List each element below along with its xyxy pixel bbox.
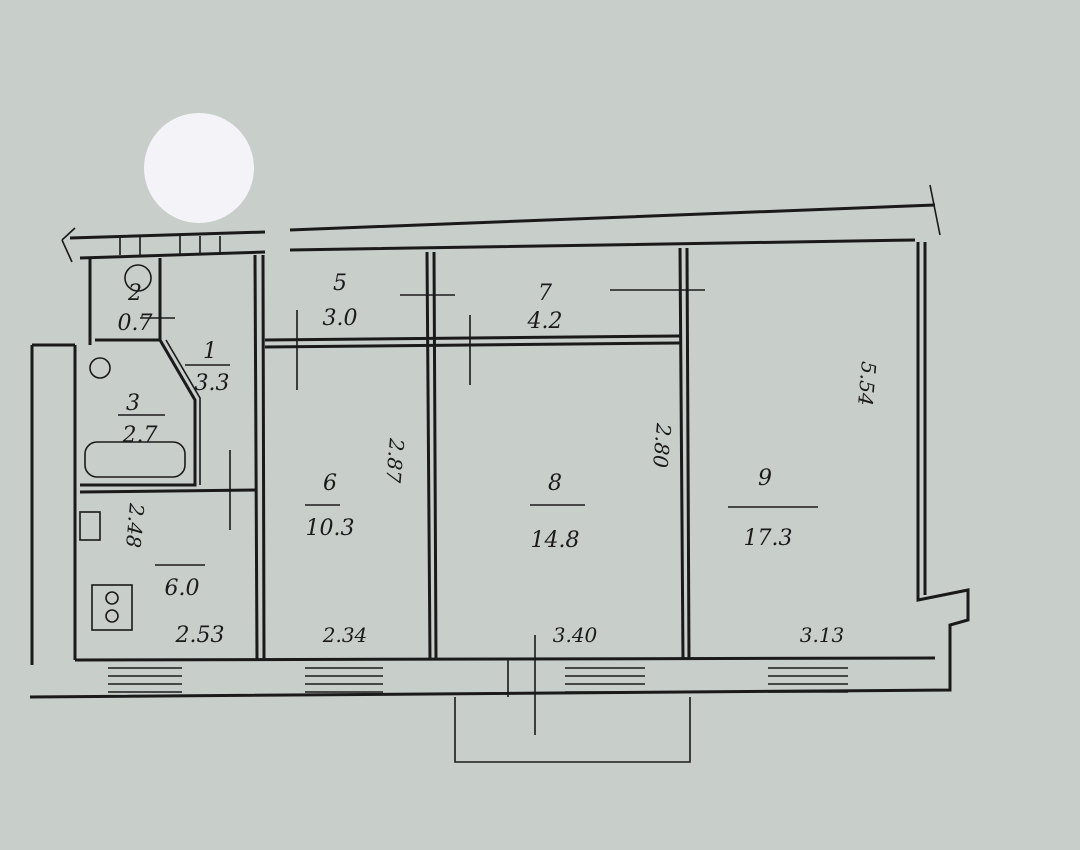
sink-icon [89, 357, 111, 379]
room-8-area: 14.8 [531, 528, 580, 553]
room6-height-dim: 2.87 [381, 436, 409, 484]
room-1-number: 1 [203, 339, 217, 364]
room9-height-dim: 5.54 [853, 360, 881, 406]
room-4-area: 6.0 [165, 576, 200, 601]
room-labels: 2 0.7 1 3.3 3 2.7 6.0 2.53 2.48 5 3.0 7 … [118, 271, 881, 648]
room-2-number: 2 [127, 281, 142, 306]
kitchen-height-dim: 2.48 [121, 501, 149, 548]
room-1-area: 3.3 [195, 371, 230, 396]
room-5-number: 5 [333, 271, 347, 296]
stove-icon [91, 584, 133, 631]
burner-icon [105, 609, 119, 623]
walls [29, 184, 970, 763]
toilet-icon [124, 264, 152, 292]
bathtub-icon [84, 441, 186, 478]
room-7-number: 7 [538, 281, 552, 306]
room-2-area: 0.7 [118, 311, 153, 336]
room-6-area: 10.3 [306, 516, 355, 541]
room9-width-dim: 3.13 [800, 623, 845, 647]
burner-icon [105, 591, 119, 605]
kitchen-sink-icon [79, 511, 101, 541]
kitchen-width-dim: 2.53 [175, 623, 225, 648]
room-9-number: 9 [758, 466, 772, 491]
fixtures [79, 264, 186, 631]
room-6-number: 6 [323, 471, 337, 496]
room-8-number: 8 [548, 471, 562, 496]
room-7-area: 4.2 [527, 309, 563, 334]
room-9-area: 17.3 [744, 526, 793, 551]
room-3-number: 3 [126, 391, 140, 416]
room6-width-dim: 2.34 [322, 623, 368, 647]
white-circle-overlay [144, 113, 254, 223]
room-5-area: 3.0 [323, 306, 358, 331]
room-3-area: 2.7 [122, 423, 158, 448]
room8-width-dim: 3.40 [553, 623, 598, 647]
room8-height-dim: 2.80 [648, 421, 676, 469]
